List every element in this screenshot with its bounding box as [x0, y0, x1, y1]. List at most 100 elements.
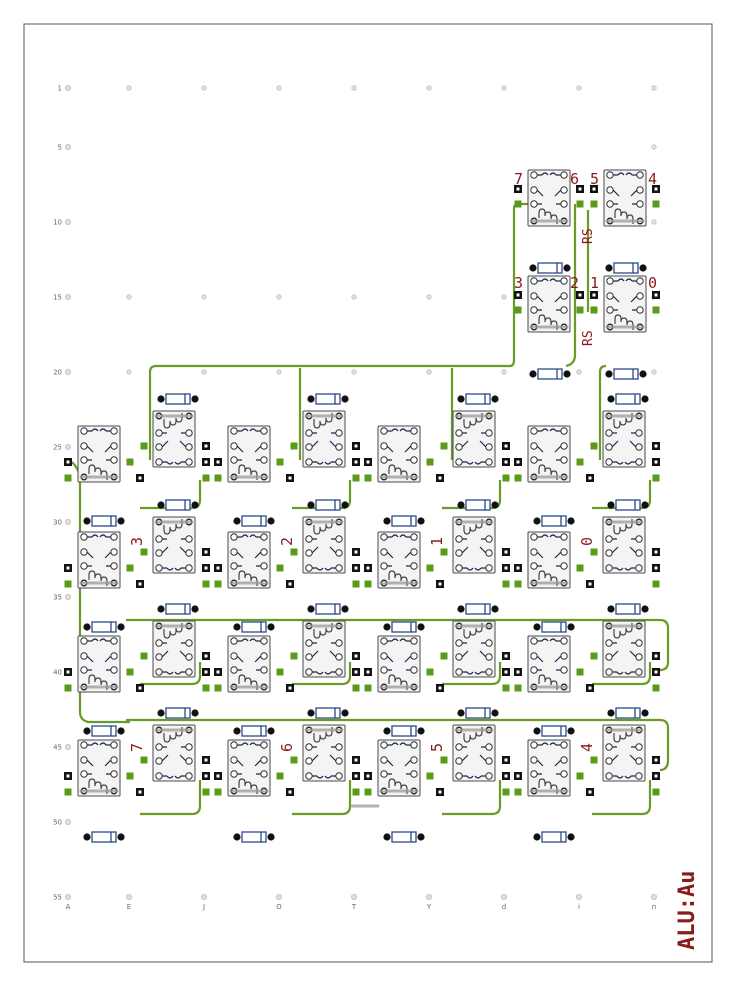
- connector-pad: [290, 652, 298, 660]
- connector-pad: [214, 474, 222, 482]
- relay: [226, 530, 272, 590]
- connector-pad: [652, 788, 660, 796]
- relay: [151, 409, 197, 469]
- grid-dot: [501, 294, 507, 300]
- connector-pad: [576, 291, 584, 299]
- bit-label: 1: [590, 274, 599, 292]
- connector-pad: [214, 668, 222, 676]
- connector-pad: [364, 788, 372, 796]
- connector-pad: [202, 564, 210, 572]
- connector-pad: [202, 580, 210, 588]
- relay: [376, 738, 422, 798]
- connector-pad: [202, 788, 210, 796]
- connector-pad: [352, 668, 360, 676]
- connector-pad: [514, 306, 522, 314]
- connector-pad: [652, 200, 660, 208]
- bit-label: 6: [278, 743, 296, 752]
- connector-pad: [502, 652, 510, 660]
- connector-pad: [590, 756, 598, 764]
- connector-pad: [652, 306, 660, 314]
- relay: [301, 515, 347, 575]
- connector-pad: [514, 291, 522, 299]
- grid-dot: [64, 743, 72, 751]
- connector-pad: [576, 458, 584, 466]
- grid-dot: [201, 294, 207, 300]
- connector-pad: [514, 564, 522, 572]
- column-label: J: [202, 903, 205, 911]
- relay: [151, 619, 197, 679]
- connector-pad: [514, 474, 522, 482]
- connector-pad: [576, 564, 584, 572]
- grid-dot: [64, 293, 72, 301]
- grid-dot: [651, 85, 657, 91]
- relay: [601, 723, 647, 783]
- relay: [526, 738, 572, 798]
- connector-pad: [440, 756, 448, 764]
- row-label: 20: [53, 369, 62, 377]
- row-label: 10: [53, 219, 62, 227]
- column-label: n: [652, 903, 656, 911]
- connector-pad: [652, 548, 660, 556]
- connector-pad: [586, 684, 594, 692]
- bit-label: 7: [128, 743, 146, 752]
- relay: [451, 515, 497, 575]
- bit-label: 2: [570, 274, 579, 292]
- connector-pad: [214, 772, 222, 780]
- relay: [301, 409, 347, 469]
- relay: [151, 515, 197, 575]
- connector-pad: [214, 580, 222, 588]
- connector-pad: [364, 772, 372, 780]
- connector-pad: [352, 684, 360, 692]
- grid-dot: [64, 143, 72, 151]
- connector-pad: [64, 474, 72, 482]
- grid-dot: [351, 369, 357, 375]
- grid-dot: [64, 368, 72, 376]
- bit-label: 0: [578, 537, 596, 546]
- connector-pad: [352, 788, 360, 796]
- connector-pad: [514, 668, 522, 676]
- connector-pad: [202, 652, 210, 660]
- connector-pad: [126, 564, 134, 572]
- connector-pad: [202, 772, 210, 780]
- connector-pad: [576, 200, 584, 208]
- connector-pad: [652, 756, 660, 764]
- relay: [601, 409, 647, 469]
- connector-pad: [214, 564, 222, 572]
- connector-pad: [64, 564, 72, 572]
- connector-pad: [502, 788, 510, 796]
- connector-pad: [352, 580, 360, 588]
- connector-pad: [426, 668, 434, 676]
- grid-dot: [64, 593, 72, 601]
- connector-pad: [140, 442, 148, 450]
- relay: [76, 530, 122, 590]
- connector-pad: [514, 458, 522, 466]
- connector-pad: [652, 564, 660, 572]
- connector-pad: [440, 548, 448, 556]
- connector-pad: [364, 580, 372, 588]
- column-label: i: [578, 903, 580, 911]
- column-label: O: [276, 903, 282, 911]
- relay: [301, 619, 347, 679]
- connector-pad: [126, 458, 134, 466]
- bit-label: 4: [578, 743, 596, 752]
- relay: [376, 634, 422, 694]
- connector-pad: [64, 580, 72, 588]
- connector-pad: [502, 772, 510, 780]
- connector-pad: [126, 772, 134, 780]
- relay: [451, 723, 497, 783]
- connector-pad: [214, 788, 222, 796]
- connector-pad: [502, 668, 510, 676]
- bit-label: 1: [428, 537, 446, 546]
- relay: [376, 424, 422, 484]
- connector-pad: [286, 474, 294, 482]
- connector-pad: [202, 684, 210, 692]
- relay: [601, 515, 647, 575]
- connector-pad: [426, 458, 434, 466]
- row-label: 1: [58, 85, 62, 93]
- connector-pad: [64, 788, 72, 796]
- grid-dot: [501, 369, 507, 375]
- grid-dot: [126, 85, 132, 91]
